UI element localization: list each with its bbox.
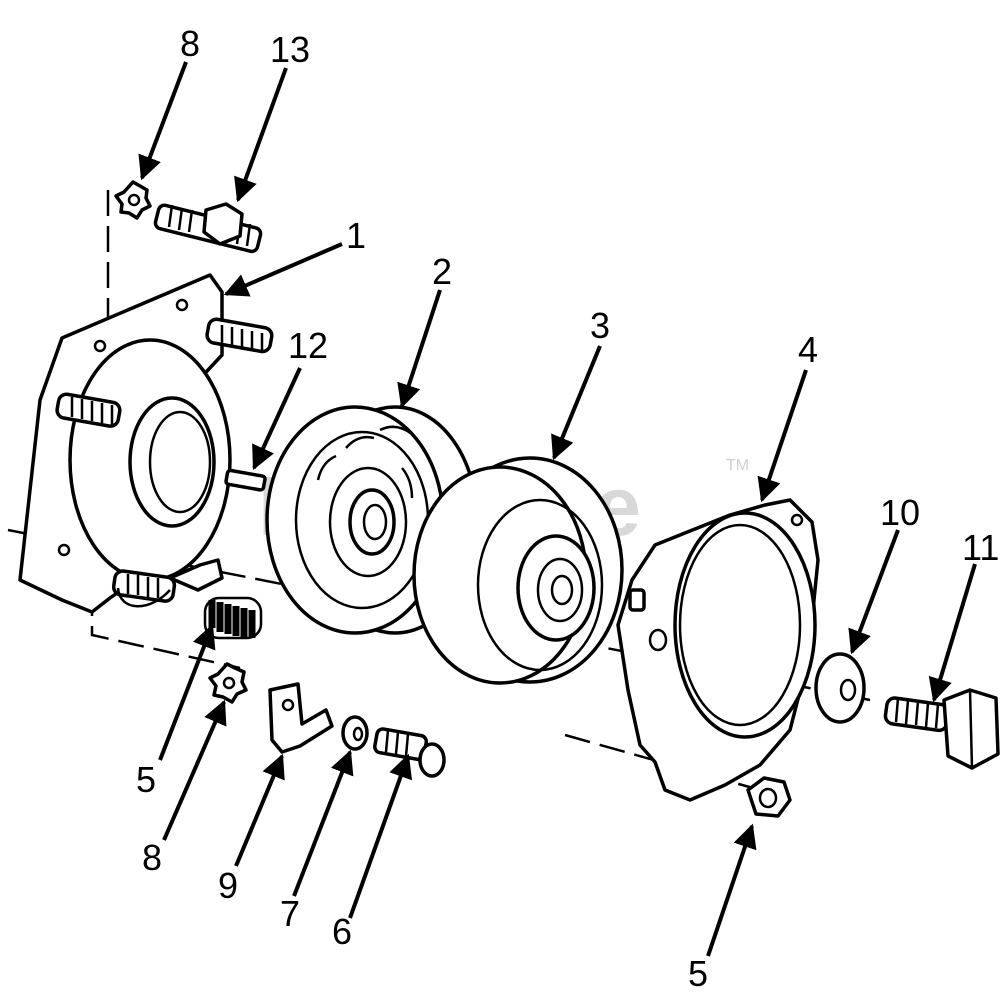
part-5-hex-nut [746,776,792,818]
part-6-screw [373,727,446,778]
callout-4: 4 [798,329,818,370]
part-12-key [224,468,267,492]
callout-2: 2 [432,251,452,292]
callout-labels: 8 13 1 2 12 3 4 10 11 5 8 9 7 6 5 [136,23,999,994]
callout-11: 11 [962,527,999,568]
part-2-rotor [265,405,479,635]
callout-1: 1 [346,215,366,256]
leader-lines [138,61,977,957]
part-8-star-nut-top [114,180,152,220]
part-8-star-nut-lower [208,662,248,704]
part-7-lock-washer [341,715,369,751]
callout-9: 9 [218,865,238,906]
callout-6: 6 [332,911,352,952]
callout-10: 10 [880,492,920,533]
callout-3: 3 [590,305,610,346]
callout-8-lower: 8 [142,837,162,878]
watermark-tm: TM [726,457,749,474]
part-5-spring [203,596,263,640]
part-4-cover [616,498,820,802]
part-1-mounting-bracket [18,273,274,614]
callout-7: 7 [280,893,300,934]
part-11-hex-bolt [883,688,1000,770]
callout-12: 12 [288,325,328,366]
callout-8-top: 8 [180,23,200,64]
part-9-bracket [268,682,334,754]
part-3-pulley [412,456,624,685]
callout-5-left: 5 [136,759,156,800]
callout-5-right: 5 [688,953,708,994]
part-10-washer [814,652,866,724]
part-13-bolt [153,202,263,254]
callout-13: 13 [270,29,310,70]
